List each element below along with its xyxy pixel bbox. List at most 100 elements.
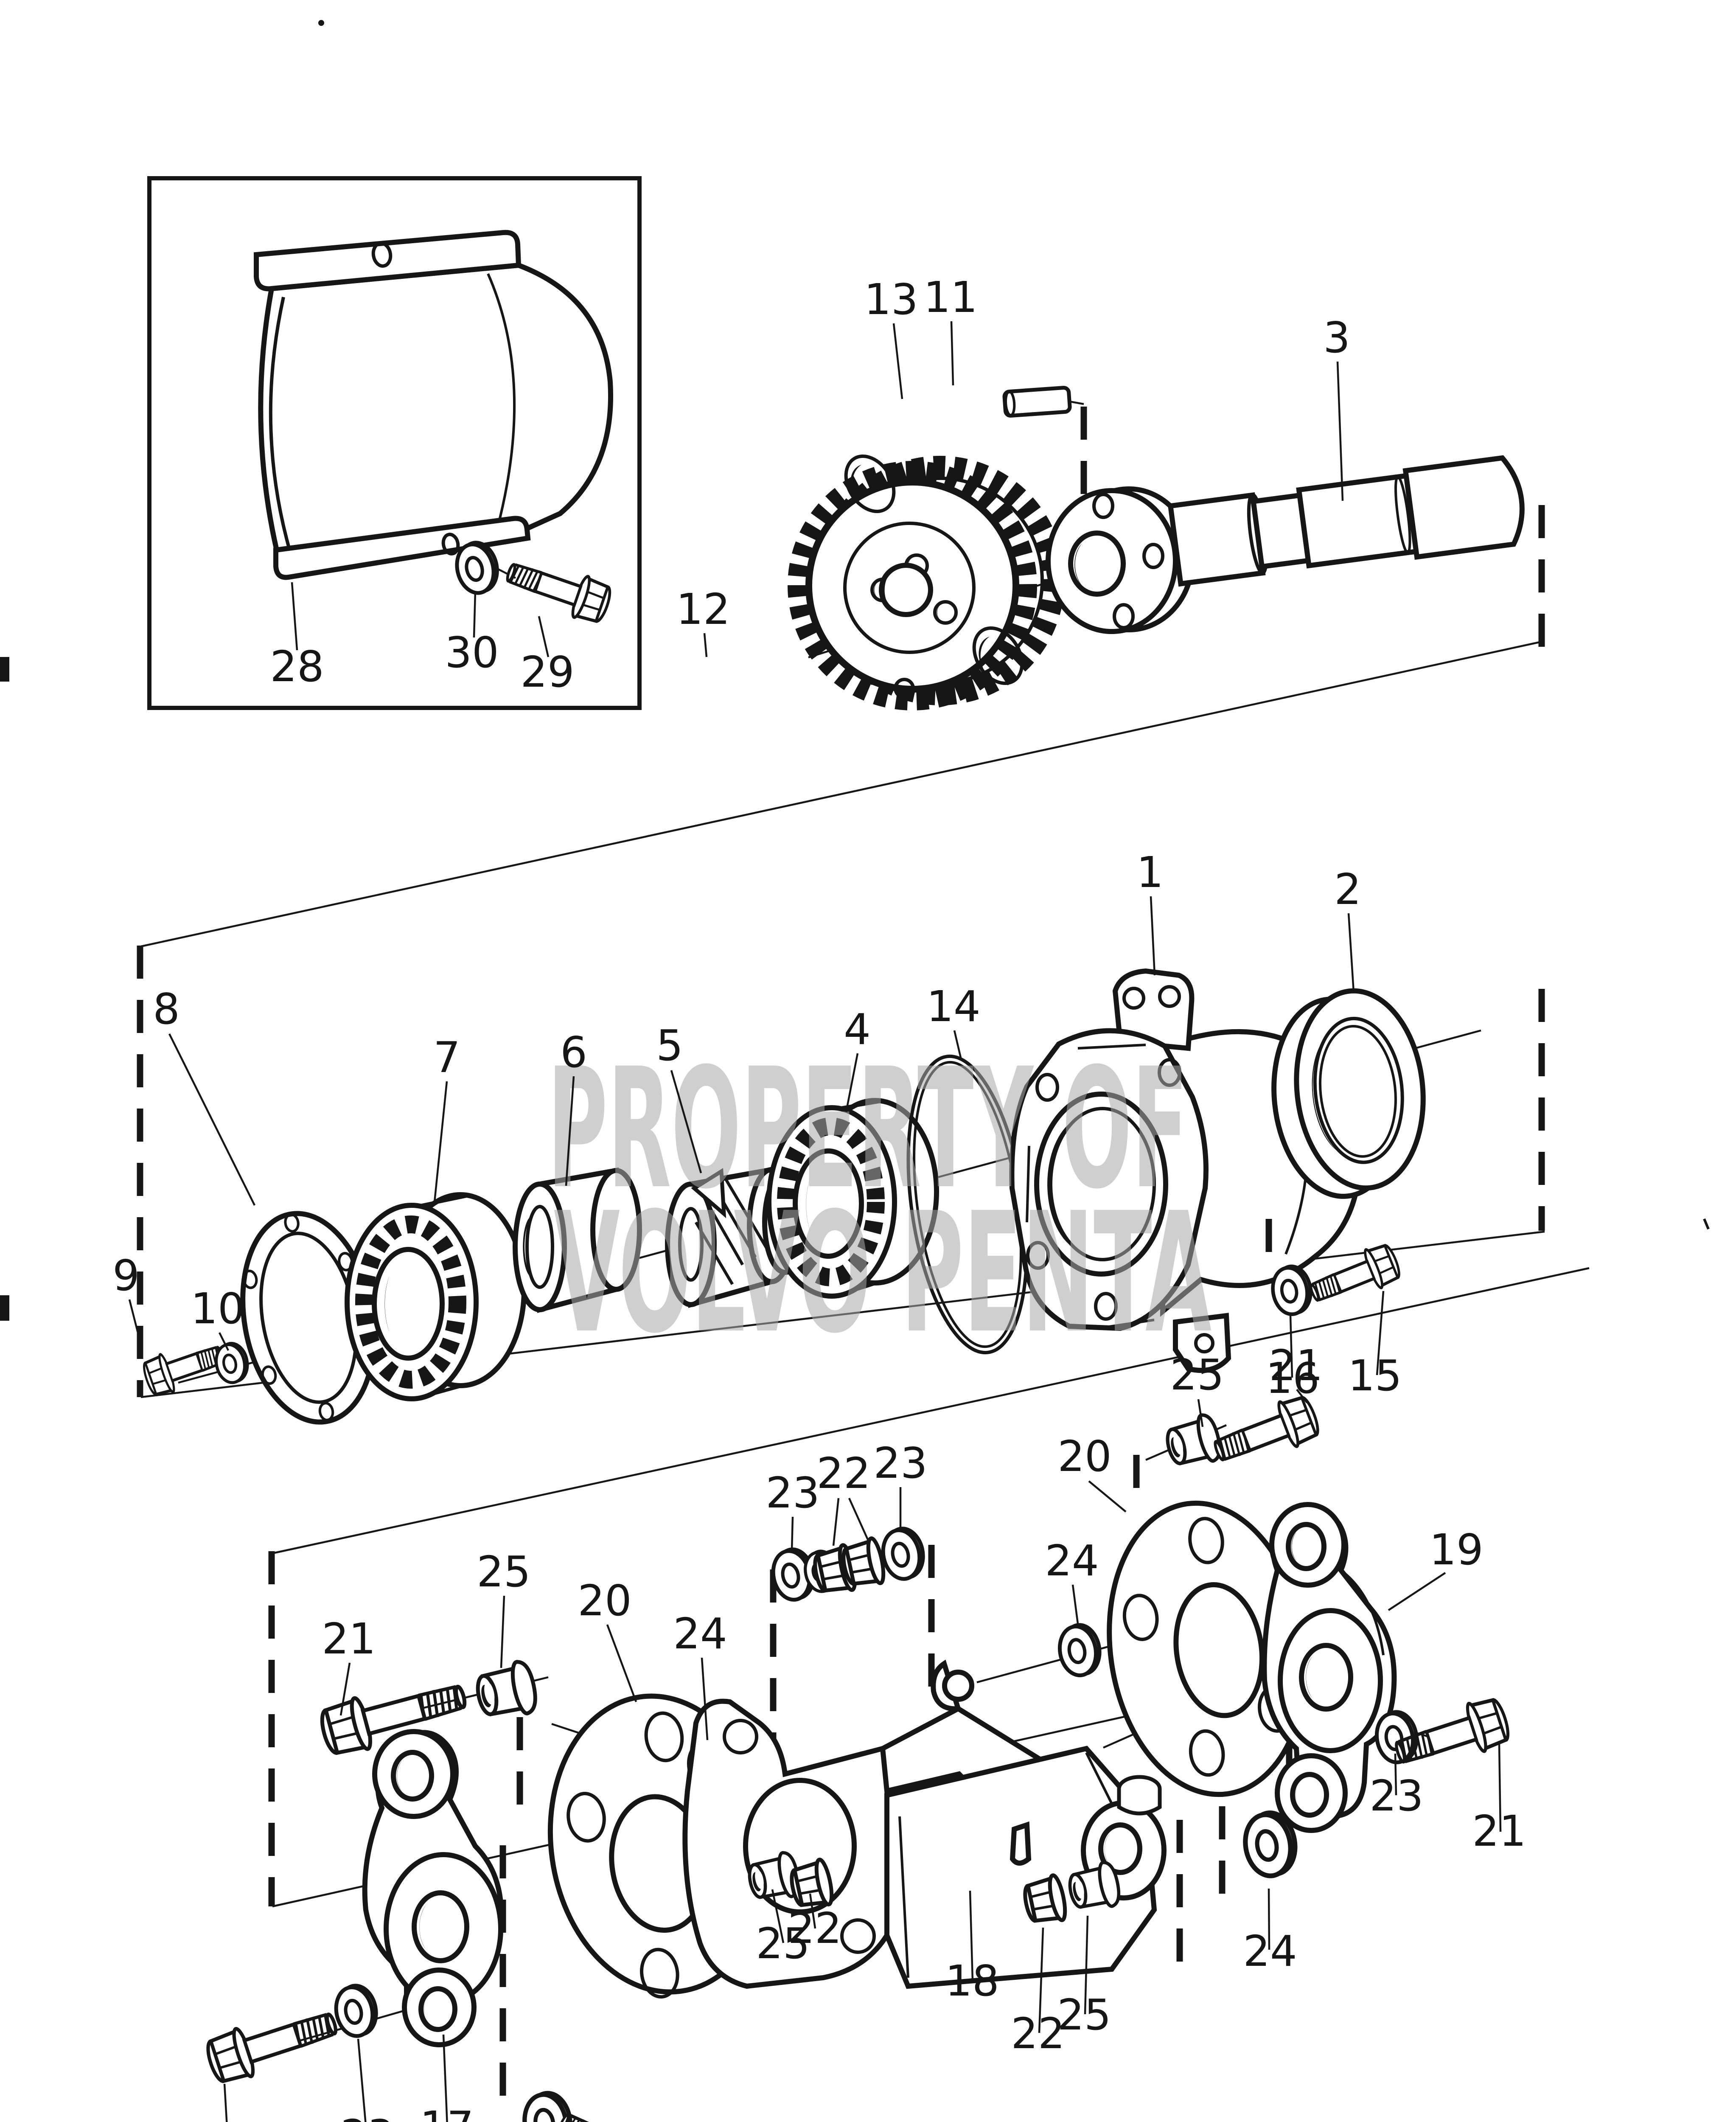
callout-17: 17	[420, 2102, 474, 2122]
part-25-sleeve-a	[474, 1659, 539, 1723]
part-29-bolt	[502, 552, 614, 626]
leader-line	[606, 1624, 637, 1702]
leader-line	[771, 1889, 785, 1943]
callout-25: 25	[756, 1919, 810, 1968]
leader-line	[1289, 1315, 1293, 1378]
callout-13: 13	[864, 275, 918, 324]
part-2-seal-ring	[1271, 988, 1426, 1199]
leader-line	[670, 1070, 702, 1173]
part-7-bearing	[345, 1192, 527, 1401]
callout-8: 8	[153, 984, 180, 1034]
leader-line	[845, 1053, 859, 1112]
callout-16: 16	[1265, 1353, 1319, 1403]
leader-line	[168, 1033, 256, 1206]
leader-line	[1388, 1572, 1446, 1611]
callout-21: 21	[322, 1614, 376, 1664]
leader-line	[538, 616, 550, 657]
part-4-bearing	[766, 1098, 939, 1299]
callout-23: 23	[873, 1438, 927, 1488]
watermark-line2: VOLVO PENTA	[554, 1177, 1212, 1370]
callout-23: 23	[1369, 1771, 1423, 1821]
callout-20: 20	[578, 1576, 631, 1625]
callout-10: 10	[191, 1284, 244, 1333]
part-19-yoke	[1262, 1502, 1397, 1833]
callout-15: 15	[1348, 1351, 1402, 1401]
part-21-bolt-c	[1209, 1392, 1323, 1474]
leader-line	[1084, 1915, 1089, 2015]
callout-22: 22	[1011, 2009, 1065, 2058]
part-23-washer-cluster-right	[878, 1525, 928, 1583]
leader-line	[128, 1299, 142, 1345]
leader-line	[433, 1081, 448, 1202]
leader-line	[1197, 1399, 1204, 1427]
leader-line	[291, 582, 298, 651]
callout-25: 25	[1170, 1350, 1224, 1400]
watermark-line1: PROPERTY OF	[547, 1033, 1188, 1225]
part-21-bolt-b	[203, 1999, 342, 2087]
callout-21: 21	[1472, 1806, 1526, 1856]
leader-line	[848, 1498, 870, 1542]
leader-line	[339, 1662, 351, 1716]
leader-line	[473, 591, 477, 638]
leader-line	[703, 633, 708, 657]
leader-line	[1376, 1291, 1385, 1375]
watermark: PROPERTY OF VOLVO PENTA	[547, 1033, 1212, 1370]
part-11-pin	[1002, 386, 1072, 418]
leader-line	[1347, 913, 1355, 993]
part-28-bearing-shell	[254, 230, 613, 580]
part-23-washer-c	[331, 1982, 381, 2040]
scan-artifacts	[0, 20, 1710, 1321]
callout-28: 28	[270, 642, 324, 691]
callout-22: 22	[816, 1448, 870, 1498]
callout-11: 11	[923, 272, 977, 322]
callout-21: 21	[1269, 1341, 1323, 1390]
callout-3: 3	[1323, 313, 1350, 362]
leader-line	[950, 321, 954, 386]
leader-line	[565, 1076, 575, 1186]
callout-4: 4	[844, 1005, 871, 1054]
leader-line	[442, 2034, 448, 2122]
callout-18: 18	[945, 1956, 999, 2006]
callout-14: 14	[926, 982, 980, 1031]
callout-24: 24	[1045, 1536, 1099, 1586]
leader-line	[1071, 1584, 1079, 1624]
leader-line	[1088, 1480, 1127, 1513]
part-13-gear	[788, 454, 1065, 710]
middle-assembly	[140, 968, 1426, 1425]
leader-line	[791, 1516, 794, 1551]
callout-1: 1	[1136, 848, 1164, 897]
callout-24: 24	[673, 1609, 727, 1659]
part-6-sleeve	[513, 1167, 642, 1313]
leader-line	[1394, 1753, 1397, 1796]
callout-2: 2	[1334, 865, 1361, 914]
callout-25: 25	[1057, 1990, 1111, 2040]
leader-line	[1296, 1389, 1308, 1403]
callout-9: 9	[112, 1251, 140, 1300]
leader-line	[832, 1498, 840, 1546]
callout-6: 6	[560, 1027, 587, 1077]
leader-line	[892, 323, 903, 399]
leader-line	[500, 1595, 505, 1668]
leader-line	[1038, 1927, 1044, 2033]
leader-line	[1150, 896, 1156, 976]
callout-24: 24	[1243, 1926, 1297, 1976]
callout-19: 19	[1429, 1525, 1483, 1575]
part-24-washer-b	[1056, 1622, 1103, 1678]
gear-shaft-assembly	[788, 386, 1525, 710]
leader-line	[809, 1893, 816, 1929]
callout-22: 22	[788, 1903, 841, 1953]
leader-line	[969, 1890, 974, 1982]
callout-20: 20	[1057, 1432, 1111, 1481]
callout-29: 29	[520, 647, 574, 697]
part-17-yoke	[362, 1729, 504, 2047]
leader-line	[1336, 361, 1344, 501]
part-3-camshaft	[1167, 455, 1525, 587]
leader-line	[953, 1030, 962, 1058]
leader-line	[218, 1332, 230, 1351]
leader-line	[223, 2083, 228, 2122]
inset-box	[147, 176, 642, 710]
callout-30: 30	[445, 628, 499, 677]
callout-23: 23	[766, 1468, 819, 1518]
